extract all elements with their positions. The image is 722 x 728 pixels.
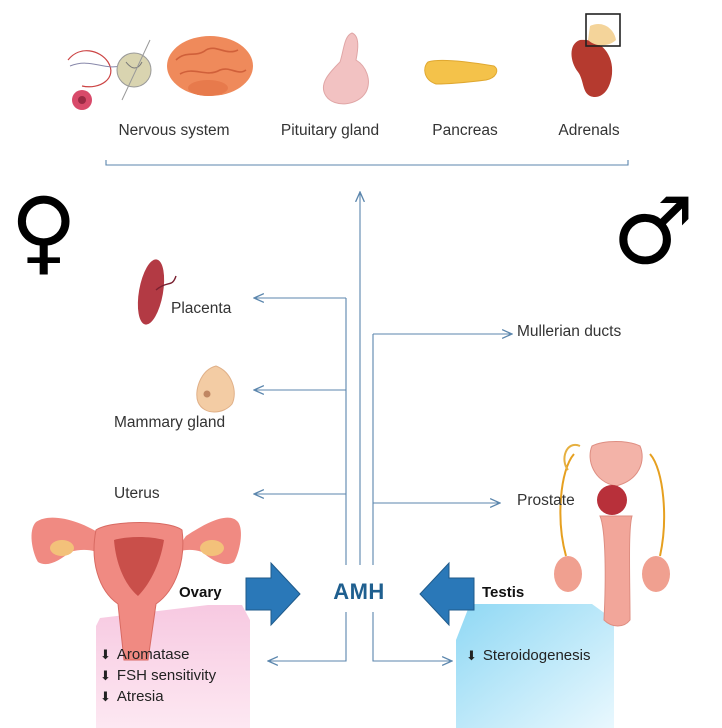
label-pituitary-gland: Pituitary gland [280, 122, 380, 139]
line-to-ovary-effects [268, 612, 347, 661]
ovary-effects-list: ⬇ Aromatase ⬇ FSH sensitivity ⬇ Atresia [100, 644, 250, 707]
down-arrow-icon: ⬇ [100, 646, 111, 662]
top-bracket [105, 160, 629, 166]
label-uterus: Uterus [114, 485, 160, 502]
testis-effects-list: ⬇ Steroidogenesis [466, 645, 590, 666]
label-nervous-system: Nervous system [118, 122, 230, 139]
pituitary-gland-icon [322, 32, 369, 105]
male-reproductive-illustration [554, 441, 670, 627]
adrenals-icon [571, 13, 621, 98]
ovary-effect-text: Atresia [116, 688, 164, 705]
label-mammary-gland: Mammary gland [114, 414, 226, 431]
nervous-system-icon [67, 39, 152, 110]
ovary-to-amh-arrow [245, 561, 301, 627]
label-prostate: Prostate [517, 492, 575, 509]
down-arrow-icon: ⬇ [100, 667, 111, 683]
brain-icon [167, 36, 253, 96]
testis-effect-text: Steroidogenesis [482, 647, 591, 664]
male-symbol-icon: ♂ [612, 178, 695, 285]
ovary-effect-item: ⬇ Aromatase [100, 644, 250, 665]
down-arrow-icon: ⬇ [466, 647, 477, 663]
testis-effect-item: ⬇ Steroidogenesis [466, 645, 590, 666]
down-arrow-icon: ⬇ [100, 688, 111, 704]
pancreas-icon [424, 59, 498, 85]
mammary-gland-icon [196, 365, 235, 413]
label-pancreas: Pancreas [432, 122, 498, 139]
ovary-effect-text: Aromatase [116, 646, 190, 663]
amh-label: AMH [333, 579, 385, 604]
testis-effects-box [456, 604, 614, 728]
testis-label: Testis [482, 584, 525, 601]
ovary-effect-item: ⬇ FSH sensitivity [100, 665, 250, 686]
placenta-icon [137, 259, 177, 325]
line-to-testis-effects [372, 612, 452, 661]
uterus-illustration [31, 517, 241, 661]
female-symbol-icon: ♀ [10, 178, 78, 285]
ovary-label: Ovary [179, 584, 222, 601]
label-placenta: Placenta [171, 300, 232, 317]
label-mullerian-ducts: Mullerian ducts [517, 323, 622, 340]
testis-to-amh-arrow [419, 561, 475, 627]
ovary-effect-item: ⬇ Atresia [100, 686, 250, 707]
ovary-effect-text: FSH sensitivity [116, 667, 217, 684]
label-adrenals: Adrenals [558, 122, 620, 139]
